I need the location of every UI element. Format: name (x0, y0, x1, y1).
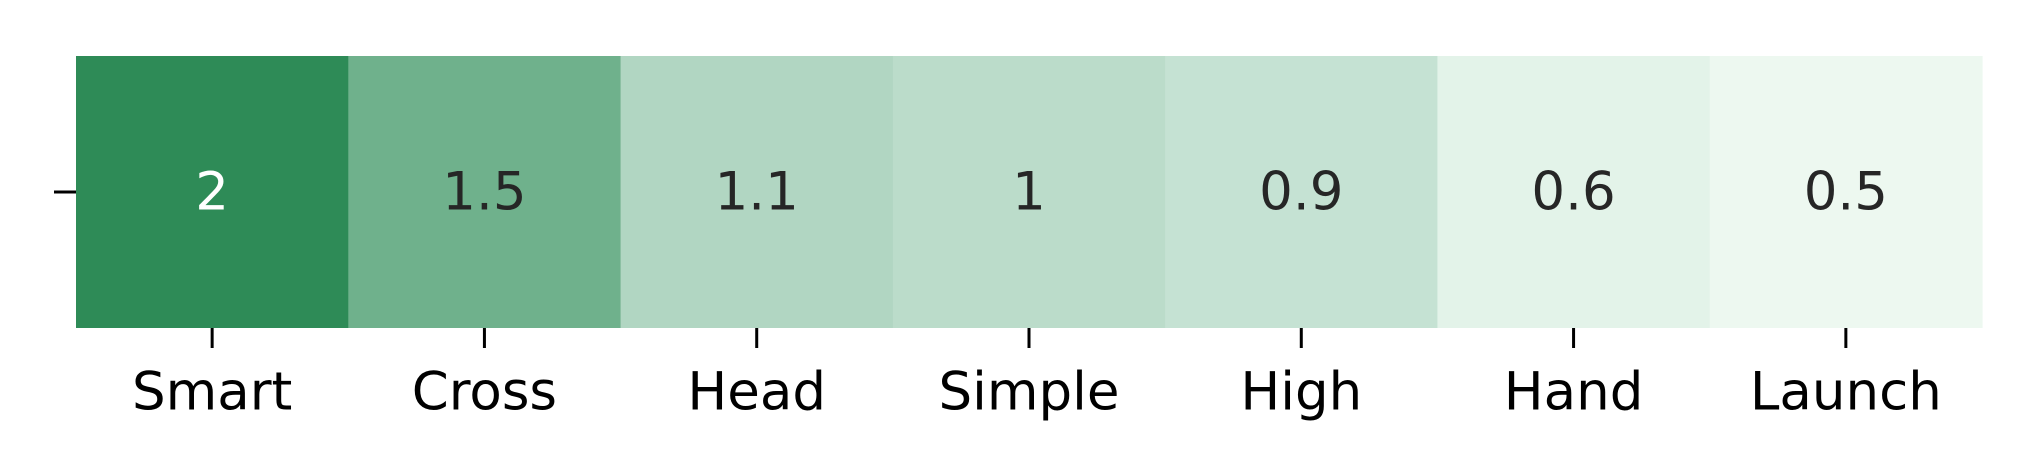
heatmap-cell-high (1165, 56, 1439, 328)
x-tick-label-high: High (1240, 362, 1362, 423)
cell-value-label: 1.5 (442, 162, 526, 223)
x-tick-label-simple: Simple (939, 362, 1120, 423)
cell-value-label: 0.6 (1531, 162, 1615, 223)
heatmap-cell-launch (1709, 56, 1983, 328)
cell-value-label: 2 (195, 162, 229, 223)
cell-value-label: 1 (1012, 162, 1046, 223)
x-tick-label-launch: Launch (1750, 362, 1942, 423)
heatmap-cell-hand (1437, 56, 1711, 328)
x-tick-label-cross: Cross (412, 362, 557, 423)
x-tick-label-smart: Smart (132, 362, 292, 423)
heatmap-cell-simple (892, 56, 1166, 328)
cell-value-label: 0.9 (1259, 162, 1343, 223)
heatmap-cell-head (620, 56, 894, 328)
x-tick-label-head: Head (687, 362, 826, 423)
heatmap-cell-cross (348, 56, 622, 328)
heatmap-cells: 2 1.5 1.1 1 0.9 0.6 0.5 (76, 56, 1983, 328)
cell-value-label: 1.1 (715, 162, 799, 223)
cell-value-label: 0.5 (1804, 162, 1888, 223)
x-tick-label-hand: Hand (1504, 362, 1644, 423)
x-axis: Smart Cross Head Simple High Hand Launch (132, 328, 1942, 423)
heatmap-cell-smart (76, 56, 349, 328)
